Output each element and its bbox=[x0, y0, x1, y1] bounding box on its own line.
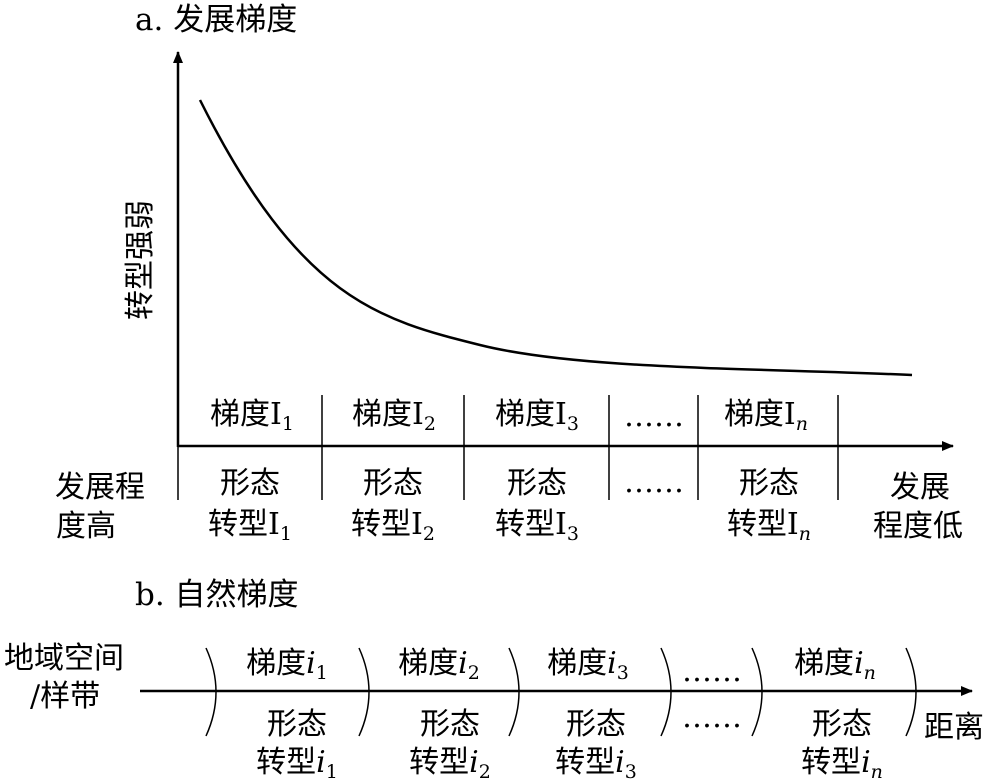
panel-b-transform-2-line1: 形态 bbox=[420, 707, 480, 742]
panel-b-divider bbox=[205, 647, 217, 737]
panel-b-gradient-1: 梯度i1 bbox=[246, 646, 328, 684]
panel-b-divider bbox=[660, 647, 672, 737]
panel-b-transform-ellipsis: …… bbox=[682, 700, 742, 735]
panel-b-transform-1-line2: 转型i1 bbox=[256, 745, 338, 781]
panel-a-gradient-n: 梯度In bbox=[724, 397, 808, 435]
panel-b-gradient-3: 梯度i3 bbox=[547, 646, 629, 684]
panel-b-divider bbox=[358, 647, 370, 737]
transformation-decay-curve bbox=[198, 99, 913, 377]
panel-b-transform-1-line1: 形态 bbox=[267, 707, 327, 742]
panel-a-gradient-2: 梯度I2 bbox=[352, 397, 436, 435]
panel-b-divider bbox=[751, 647, 763, 737]
panel-a-right-label-line2: 程度低 bbox=[873, 509, 963, 544]
panel-b-transform-n-line2: 转型in bbox=[801, 745, 883, 781]
panel-b-gradient-n: 梯度in bbox=[794, 646, 876, 684]
panel-a-transform-2-line2: 转型I2 bbox=[351, 507, 435, 545]
panel-b-transform-2-line2: 转型i2 bbox=[409, 745, 491, 781]
panel-b-divider bbox=[905, 647, 917, 737]
panel-a-left-label-line1: 发展程 bbox=[55, 470, 145, 505]
panel-a-gradient-1: 梯度I1 bbox=[210, 397, 294, 435]
panel-a-transform-n-line1: 形态 bbox=[739, 466, 799, 501]
panel-b-gradient-ellipsis: …… bbox=[682, 654, 742, 689]
panel-a-transform-1-line1: 形态 bbox=[220, 466, 280, 501]
panel-a-transform-3-line2: 转型I3 bbox=[495, 507, 579, 545]
panel-b-left-label-line1: 地域空间 bbox=[4, 641, 124, 676]
panel-a-transform-2-line1: 形态 bbox=[363, 466, 423, 501]
panel-b-gradient-2: 梯度i2 bbox=[398, 646, 480, 684]
panel-a-transform-3-line1: 形态 bbox=[507, 466, 567, 501]
panel-b-divider bbox=[508, 647, 520, 737]
panel-b-title: b. 自然梯度 bbox=[135, 577, 299, 613]
panel-a-left-label-line2: 度高 bbox=[56, 509, 116, 544]
panel-a-gradient-3: 梯度I3 bbox=[495, 397, 579, 435]
panel-a-title: a. 发展梯度 bbox=[135, 2, 297, 38]
panel-b-transform-n-line1: 形态 bbox=[812, 707, 872, 742]
panel-a-transform-n-line2: 转型In bbox=[727, 507, 811, 545]
panel-a-transform-ellipsis: …… bbox=[624, 465, 684, 500]
panel-b-axis-label: 距离 bbox=[924, 710, 984, 745]
panel-a-transform-1-line2: 转型I1 bbox=[208, 507, 292, 545]
panel-a-gradient-ellipsis: …… bbox=[624, 399, 684, 434]
panel-b-left-label-line2: /样带 bbox=[30, 679, 100, 714]
panel-b-transform-3-line2: 转型i3 bbox=[555, 745, 637, 781]
panel-b-transform-3-line1: 形态 bbox=[566, 707, 626, 742]
panel-a-y-axis-label: 转型强弱 bbox=[123, 200, 158, 320]
panel-a-right-label-line1: 发展 bbox=[890, 470, 950, 505]
